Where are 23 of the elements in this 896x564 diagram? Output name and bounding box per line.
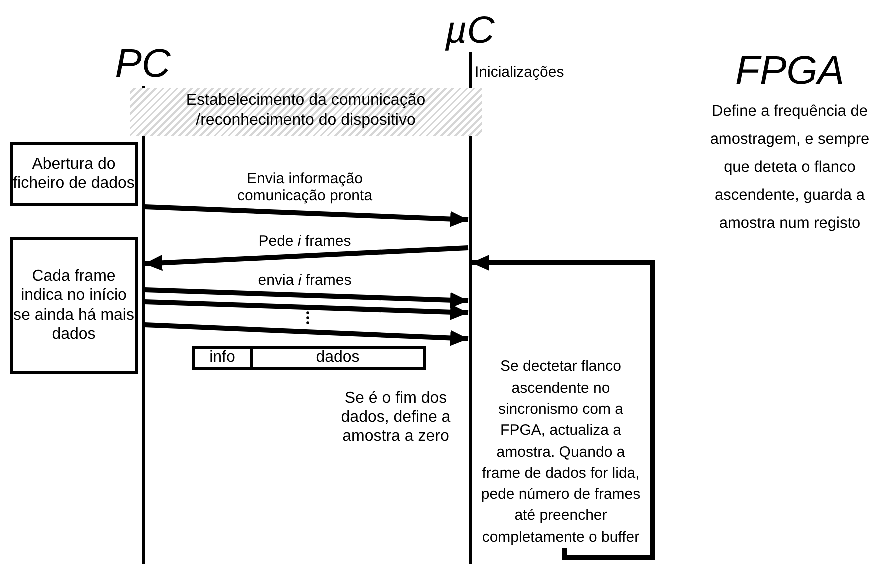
component-description: Define a frequência de amostragem, e sempre que deteta o flanco ascendente, guarda a amostra num registo [709, 102, 871, 234]
process-box [10, 237, 138, 374]
box-text: Abertura do ficheiro de dados [13, 154, 135, 194]
arrow [144, 322, 469, 346]
hatched-band [130, 88, 482, 136]
lifeline-note: Inicializações [475, 64, 566, 82]
frame-field: dados [250, 349, 423, 367]
component-heading: FPGA [734, 48, 846, 94]
note-text: Se é o fim dos dados, define a amostra a zero [340, 389, 452, 447]
edge-label: Envia informação comunicação pronta [235, 172, 375, 204]
frame-field: info [195, 349, 250, 367]
frame-box [192, 346, 426, 370]
arrow [472, 255, 656, 560]
lifeline-heading: PC [114, 42, 172, 86]
note-text: Se dectetar flanco ascendente no sincronismo com a FPGA, actualiza a amostra. Quando a frame de dados for lida, pede número de frames até preencher completamente o buffer [476, 310, 646, 548]
box-text: Cada frame indica no início se ainda há mais dados [13, 267, 135, 344]
arrow [144, 288, 469, 308]
lifeline-heading: µC [444, 10, 496, 52]
arrow [144, 246, 469, 272]
arrow [144, 300, 469, 320]
process-box [10, 142, 138, 206]
arrow [144, 204, 469, 228]
band-text: Estabelecimento da comunicação /reconhecimento do dispositivo [185, 91, 427, 131]
